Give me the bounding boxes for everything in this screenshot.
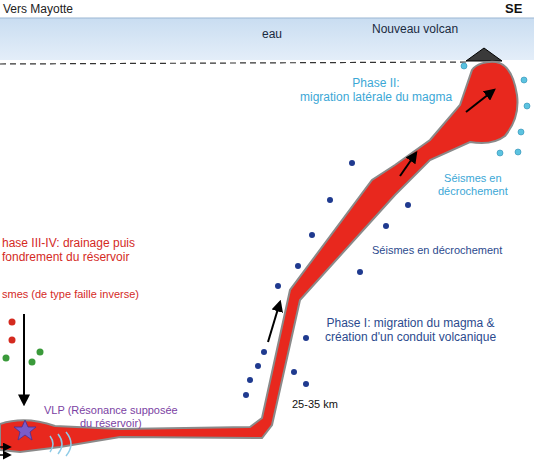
reverse-fault-dots <box>3 319 44 366</box>
text-line: Vers Mayotte <box>3 2 73 16</box>
text-line: du réservoir) <box>44 417 178 430</box>
phase-label: hase III-IV: drainage puisfondrement du … <box>2 236 135 265</box>
vlp-label: VLP (Résonance supposéedu réservoir) <box>44 404 178 430</box>
text-line: décrochement <box>438 185 508 198</box>
text-line: Séismes en décrochement <box>372 244 502 257</box>
volcano-label: Nouveau volcan <box>372 22 458 36</box>
water-label: eau <box>262 27 282 41</box>
collapse-arrow <box>23 314 25 404</box>
flow-arrow <box>268 302 280 342</box>
magma-body <box>0 62 518 452</box>
seismic-label: Séismes en décrochement <box>372 244 502 257</box>
phase-label: Phase II:migration latérale du magma <box>300 76 452 105</box>
earthquake-dots <box>243 160 411 398</box>
vlp-star <box>14 420 36 440</box>
text-line: hase III-IV: drainage puis <box>2 236 135 250</box>
text-line: création d'un conduit volcanique <box>325 330 496 344</box>
seismic-label: smes (de type faille inverse) <box>2 288 139 301</box>
text-line: 25-35 km <box>292 398 338 411</box>
text-line: migration latérale du magma <box>300 90 452 104</box>
direction-label: SE <box>505 1 522 17</box>
seismic-label: Séismes endécrochement <box>438 172 508 198</box>
seafloor-line <box>0 62 466 64</box>
text-line: VLP (Résonance supposée <box>44 404 178 417</box>
flow-arrow <box>400 153 416 176</box>
water-band <box>0 18 534 60</box>
small-arrows <box>0 447 10 455</box>
text-line: fondrement du réservoir <box>2 250 135 264</box>
flow-arrow <box>466 90 494 112</box>
phase-label: Phase I: migration du magma &création d'… <box>325 316 496 345</box>
new-volcano <box>466 48 502 61</box>
region-label: Vers Mayotte <box>3 2 73 16</box>
text-line: Phase II: <box>300 76 452 90</box>
text-line: Séismes en <box>438 172 508 185</box>
text-line: eau <box>262 27 282 41</box>
sea-surface <box>0 18 534 19</box>
shallow-earthquake-dots <box>461 63 530 156</box>
resonance-waves <box>50 432 71 456</box>
text-line: smes (de type faille inverse) <box>2 288 139 301</box>
depth-label: 25-35 km <box>292 398 338 411</box>
text-line: Nouveau volcan <box>372 22 458 36</box>
text-line: SE <box>505 1 522 17</box>
text-line: Phase I: migration du magma & <box>325 316 496 330</box>
